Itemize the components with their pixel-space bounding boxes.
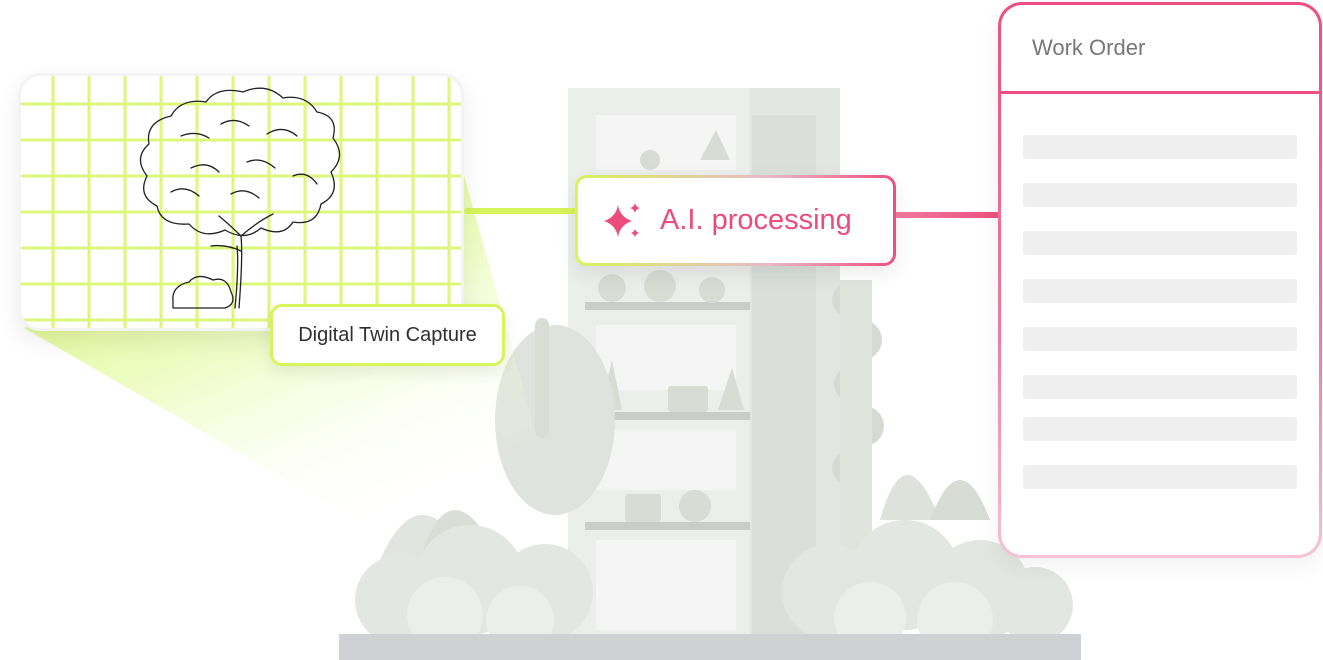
work-order-header: Work Order	[1001, 5, 1319, 94]
placeholder-line	[1023, 183, 1297, 207]
ai-processing-label: A.I. processing	[660, 204, 852, 236]
placeholder-line	[1023, 375, 1297, 399]
digital-twin-capture-label: Digital Twin Capture	[270, 304, 505, 366]
placeholder-line	[1023, 465, 1297, 489]
placeholder-line	[1023, 417, 1297, 441]
connector-right	[894, 212, 1000, 218]
capture-label-text: Digital Twin Capture	[298, 323, 477, 346]
ai-processing-badge: A.I. processing	[575, 175, 896, 266]
placeholder-line	[1023, 135, 1297, 159]
sparkle-icon	[604, 202, 640, 237]
grid-lines	[21, 76, 461, 328]
placeholder-line	[1023, 231, 1297, 255]
work-order-card: Work Order	[998, 2, 1322, 558]
digital-twin-panel	[18, 73, 464, 331]
placeholder-line	[1023, 279, 1297, 303]
placeholder-line	[1023, 327, 1297, 351]
work-order-title: Work Order	[1032, 35, 1146, 60]
connector-left	[464, 208, 577, 214]
tree-sketch	[21, 76, 461, 328]
ground	[339, 634, 1081, 660]
